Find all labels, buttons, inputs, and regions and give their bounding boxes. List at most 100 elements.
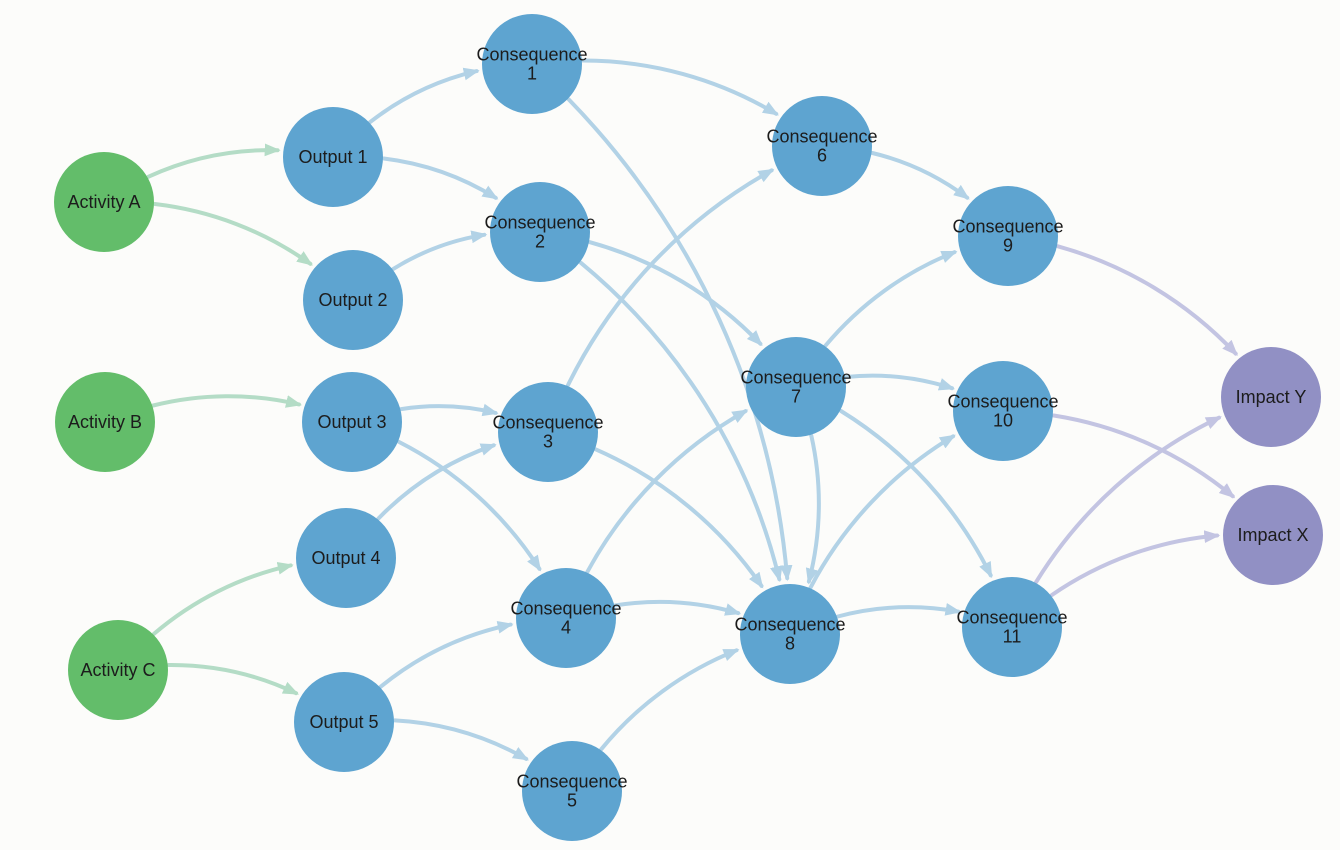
- node-circle[interactable]: [294, 672, 394, 772]
- node-label: 10: [993, 411, 1013, 431]
- node-circle[interactable]: [772, 96, 872, 196]
- node-label: 6: [817, 146, 827, 166]
- edge-actA-to-out2: [152, 202, 313, 266]
- edge-c3-to-c8: [593, 447, 764, 589]
- node-layer: Activity A Activity B Activity C Output 1 Ou…: [54, 14, 1323, 841]
- edge-c2-to-c8: [578, 260, 783, 583]
- node-impX[interactable]: Impact X: [1223, 485, 1323, 585]
- node-circle[interactable]: [740, 584, 840, 684]
- edge-c7-to-c8: [805, 433, 821, 585]
- edge-out2-to-c2: [391, 230, 488, 271]
- node-label: Consequence: [516, 772, 627, 792]
- node-circle[interactable]: [498, 382, 598, 482]
- node-label: Consequence: [492, 413, 603, 433]
- edge-c8-to-c11: [835, 603, 962, 619]
- node-actB[interactable]: Activity B: [55, 372, 155, 472]
- edge-c4-to-c8: [613, 599, 742, 616]
- edge-out1-to-c2: [381, 156, 499, 200]
- node-circle[interactable]: [490, 182, 590, 282]
- node-impY[interactable]: Impact Y: [1221, 347, 1321, 447]
- edge-c7-to-c9: [823, 250, 958, 348]
- node-label: Consequence: [740, 368, 851, 388]
- node-label: Output 4: [311, 548, 380, 568]
- node-label: Output 5: [309, 712, 378, 732]
- node-circle[interactable]: [962, 577, 1062, 677]
- node-out1[interactable]: Output 1: [283, 107, 383, 207]
- edge-out5-to-c4: [378, 621, 514, 689]
- edge-c3-to-c6: [566, 168, 775, 388]
- node-label: 7: [791, 387, 801, 407]
- node-circle[interactable]: [303, 250, 403, 350]
- edge-actB-to-out3: [151, 394, 303, 408]
- node-circle[interactable]: [283, 107, 383, 207]
- edge-c6-to-c9: [870, 151, 970, 200]
- node-circle[interactable]: [953, 361, 1053, 461]
- edge-actA-to-out1: [146, 143, 281, 179]
- node-circle[interactable]: [746, 337, 846, 437]
- edge-out1-to-c1: [368, 67, 480, 125]
- edge-actC-to-out4: [151, 561, 294, 636]
- node-label: 4: [561, 618, 571, 638]
- node-label: Output 1: [298, 147, 367, 167]
- edge-c8-to-c10: [808, 434, 956, 590]
- node-label: 2: [535, 232, 545, 252]
- node-circle[interactable]: [54, 152, 154, 252]
- edge-c4-to-c7: [585, 409, 749, 574]
- node-label: Consequence: [952, 217, 1063, 237]
- node-circle[interactable]: [302, 372, 402, 472]
- node-label: Output 3: [317, 412, 386, 432]
- node-circle[interactable]: [958, 186, 1058, 286]
- node-label: Consequence: [484, 213, 595, 233]
- node-label: 9: [1003, 236, 1013, 256]
- edge-c7-to-c10: [843, 373, 956, 391]
- node-label: 1: [527, 64, 537, 84]
- node-label: Consequence: [734, 615, 845, 635]
- edge-c11-to-impY: [1034, 415, 1222, 585]
- node-circle[interactable]: [1223, 485, 1323, 585]
- node-circle[interactable]: [296, 508, 396, 608]
- node-label: Activity C: [80, 660, 155, 680]
- edge-layer: [146, 58, 1238, 761]
- node-out2[interactable]: Output 2: [303, 250, 403, 350]
- node-actA[interactable]: Activity A: [54, 152, 154, 252]
- node-circle[interactable]: [68, 620, 168, 720]
- node-label: 8: [785, 634, 795, 654]
- edge-c2-to-c7: [587, 240, 763, 347]
- node-out5[interactable]: Output 5: [294, 672, 394, 772]
- node-label: Consequence: [766, 127, 877, 147]
- node-circle[interactable]: [522, 741, 622, 841]
- node-label: Consequence: [476, 45, 587, 65]
- node-out3[interactable]: Output 3: [302, 372, 402, 472]
- edge-c9-to-impY: [1055, 244, 1238, 356]
- node-actC[interactable]: Activity C: [68, 620, 168, 720]
- node-label: 5: [567, 791, 577, 811]
- edge-c1-to-c8: [566, 97, 793, 582]
- edge-c10-to-impX: [1051, 413, 1236, 499]
- node-label: Consequence: [956, 608, 1067, 628]
- node-circle[interactable]: [516, 568, 616, 668]
- node-label: Activity A: [67, 192, 140, 212]
- node-out4[interactable]: Output 4: [296, 508, 396, 608]
- node-circle[interactable]: [482, 14, 582, 114]
- edge-c7-to-c11: [839, 409, 993, 579]
- edge-c1-to-c6: [580, 58, 779, 116]
- node-circle[interactable]: [1221, 347, 1321, 447]
- node-label: Activity B: [68, 412, 142, 432]
- node-circle[interactable]: [55, 372, 155, 472]
- edge-out5-to-c5: [392, 718, 529, 761]
- edge-actC-to-out5: [166, 662, 299, 696]
- node-label: 11: [1003, 627, 1022, 647]
- node-label: Consequence: [947, 392, 1058, 412]
